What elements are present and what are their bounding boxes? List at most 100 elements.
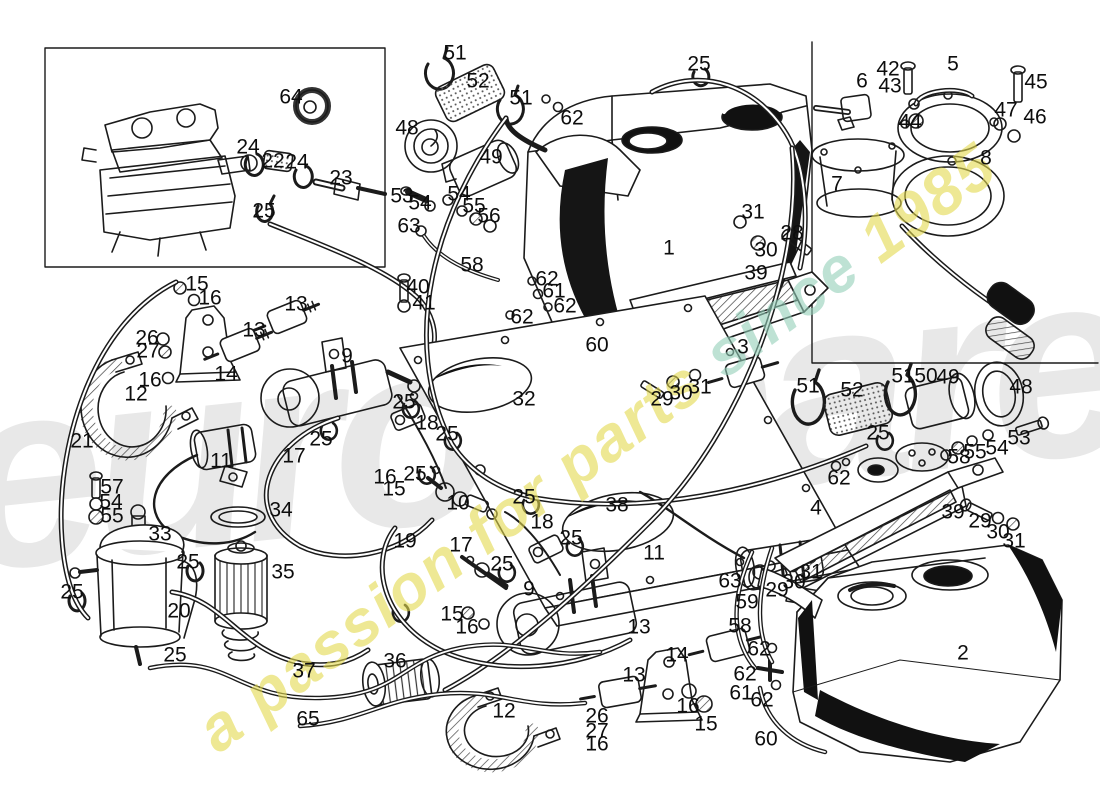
- part-callout-62: 62: [750, 688, 774, 712]
- sender-fasteners-42-47: [900, 61, 1026, 143]
- part-callout-15: 15: [440, 602, 464, 626]
- part-callout-25: 25: [866, 421, 890, 445]
- part-callout-29: 29: [765, 578, 789, 602]
- part-callout-13: 13: [627, 615, 651, 639]
- part-callout-16: 16: [455, 615, 479, 639]
- part-callout-12: 12: [492, 699, 516, 723]
- part-callout-54: 54: [447, 182, 471, 206]
- part-callout-21: 21: [70, 429, 94, 453]
- part-callout-31: 31: [1002, 529, 1026, 553]
- part-callout-25: 25: [163, 643, 187, 667]
- part-callout-25: 25: [435, 422, 459, 446]
- part-callout-25: 25: [687, 52, 711, 76]
- part-callout-53: 53: [1007, 426, 1031, 450]
- part-callout-24: 24: [285, 150, 309, 174]
- part-callout-18: 18: [530, 510, 554, 534]
- part-callout-29: 29: [968, 509, 992, 533]
- part-callout-61: 61: [542, 279, 566, 303]
- part-callout-16: 16: [585, 732, 609, 756]
- part-callout-16: 16: [373, 465, 397, 489]
- part-callout-27: 27: [585, 719, 609, 743]
- part-callout-40: 40: [406, 275, 430, 299]
- sender-flange-5-gasket-8: [891, 88, 1035, 360]
- part-callout-8: 8: [980, 146, 992, 170]
- part-callout-11: 11: [210, 449, 232, 473]
- fuel-tank-2: [748, 544, 1063, 763]
- part-callout-28: 28: [780, 221, 804, 245]
- fuel-filter-assembly-33: [67, 471, 205, 666]
- part-callout-62: 62: [733, 662, 757, 686]
- part-callout-62: 62: [553, 294, 577, 318]
- part-callout-25: 25: [403, 462, 427, 486]
- part-callout-62: 62: [560, 106, 584, 130]
- part-callout-25: 25: [490, 552, 514, 576]
- part-callout-7: 7: [831, 172, 843, 196]
- part-callout-47: 47: [994, 98, 1018, 122]
- filter-cartridge-35: [210, 506, 268, 662]
- part-callout-19: 19: [393, 529, 417, 553]
- part-callout-60: 60: [585, 333, 609, 357]
- part-callout-31: 31: [688, 375, 712, 399]
- part-callout-54: 54: [99, 490, 123, 514]
- carburetor-inset-frame: [44, 47, 386, 268]
- part-callout-25: 25: [252, 199, 276, 223]
- part-callout-34: 34: [269, 498, 293, 522]
- part-callout-59: 59: [735, 590, 759, 614]
- air-filter-disc-48: [404, 119, 458, 173]
- part-callout-62: 62: [747, 637, 771, 661]
- part-callout-48: 48: [395, 116, 419, 140]
- part-callout-23: 23: [329, 166, 353, 190]
- part-callout-15: 15: [694, 712, 718, 736]
- part-callout-13: 13: [622, 663, 646, 687]
- filler-hose-52-right: [790, 361, 1050, 483]
- part-callout-39: 39: [744, 261, 768, 285]
- part-callout-41: 41: [412, 291, 436, 315]
- part-callout-25: 25: [176, 550, 200, 574]
- part-callout-31: 31: [799, 560, 823, 584]
- part-callout-62: 62: [510, 305, 534, 329]
- part-callout-25: 25: [309, 427, 333, 451]
- part-callout-13: 13: [242, 318, 266, 342]
- part-callout-9: 9: [341, 344, 353, 368]
- part-callout-3: 3: [737, 335, 749, 359]
- part-callout-55: 55: [462, 194, 486, 218]
- inline-filter-36: [361, 658, 441, 707]
- part-callout-49: 49: [936, 365, 960, 389]
- part-callout-37: 37: [292, 659, 316, 683]
- part-callout-42: 42: [876, 57, 900, 81]
- part-callout-49: 49: [479, 145, 503, 169]
- part-callout-54: 54: [408, 191, 432, 215]
- tank2-rail-4-39: [764, 457, 1004, 593]
- part-callout-16: 16: [676, 694, 700, 718]
- part-callout-35: 35: [271, 560, 295, 584]
- part-callout-48: 48: [1009, 375, 1033, 399]
- part-callout-17: 17: [282, 444, 306, 468]
- part-callout-51: 51: [509, 86, 533, 110]
- part-callout-38: 38: [605, 493, 629, 517]
- part-callout-14: 14: [214, 362, 238, 386]
- part-callout-39: 39: [941, 500, 965, 524]
- part-callout-17: 17: [449, 533, 473, 557]
- part-callout-58: 58: [460, 253, 484, 277]
- part-callout-26: 26: [585, 704, 609, 728]
- part-callout-10: 10: [446, 491, 470, 515]
- part-callout-44: 44: [898, 110, 922, 134]
- part-callout-58: 58: [947, 445, 971, 469]
- part-callout-56: 56: [477, 204, 501, 228]
- air-intake-hose-52: [423, 46, 525, 126]
- part-callout-15: 15: [382, 477, 406, 501]
- part-callout-25: 25: [559, 526, 583, 550]
- part-callout-64: 64: [279, 85, 303, 109]
- part-callout-26: 26: [135, 326, 159, 350]
- part-callout-22: 22: [261, 149, 285, 173]
- part-callout-13: 13: [284, 292, 308, 316]
- part-callout-29: 29: [650, 387, 674, 411]
- part-callout-55: 55: [963, 440, 987, 464]
- carb-fuel-line-fittings: [243, 149, 437, 347]
- part-callout-52: 52: [840, 378, 864, 402]
- bracket-14-upper: [175, 305, 241, 383]
- intake-elbow-49: [441, 139, 520, 197]
- part-callout-63: 63: [397, 214, 421, 238]
- part-callout-18: 18: [415, 411, 439, 435]
